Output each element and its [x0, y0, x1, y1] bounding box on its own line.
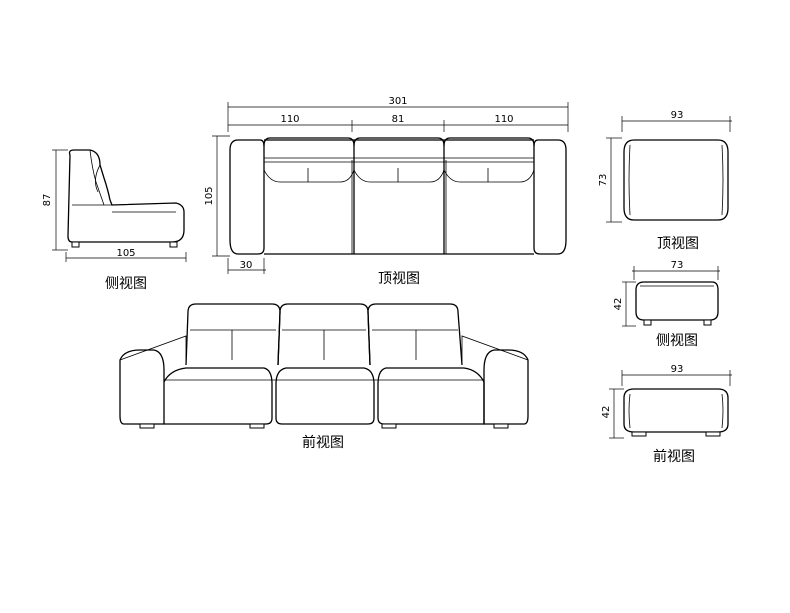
ottoman-top-depth-label: 73 — [598, 174, 609, 187]
side-view: 87 105 侧视图 — [42, 149, 187, 292]
ottoman-side-width-label: 73 — [671, 260, 684, 271]
ottoman-side-leg-2 — [703, 319, 712, 326]
top-depth-label: 105 — [204, 186, 215, 205]
ottoman-front-leg-2 — [705, 431, 721, 437]
ottoman-top-caption: 顶视图 — [657, 236, 699, 252]
top-total-length-label: 301 — [388, 96, 407, 107]
top-arm-width-label: 30 — [240, 260, 253, 271]
front-leg-3 — [381, 423, 397, 429]
top-view-caption: 顶视图 — [378, 271, 420, 287]
ottoman-front-view: 93 42 前视图 — [601, 364, 732, 465]
front-leg-2 — [249, 423, 265, 429]
ottoman-side-leg-1 — [643, 319, 652, 326]
ottoman-front-leg-1 — [631, 431, 647, 437]
ottoman-side-caption: 侧视图 — [656, 333, 698, 349]
front-leg-1 — [139, 423, 155, 429]
top-seg-right-label: 110 — [494, 114, 513, 125]
side-view-caption: 侧视图 — [105, 276, 147, 292]
top-view: 301 110 81 110 105 30 顶视图 — [204, 96, 569, 287]
side-height-label: 87 — [42, 194, 53, 207]
ottoman-front-caption: 前视图 — [653, 448, 695, 465]
side-depth-label: 105 — [116, 248, 135, 259]
ottoman-front-width-label: 93 — [671, 364, 684, 375]
ottoman-front-height-label: 42 — [601, 406, 612, 419]
front-leg-4 — [493, 423, 509, 429]
top-seg-mid-label: 81 — [392, 114, 405, 125]
ottoman-side-height-label: 42 — [613, 298, 624, 311]
ottoman-side-view: 73 42 侧视图 — [613, 260, 720, 349]
top-seg-left-label: 110 — [280, 114, 299, 125]
front-view: 前视图 — [119, 303, 529, 451]
side-leg-front — [71, 241, 80, 248]
side-leg-back — [169, 241, 178, 248]
ottoman-top-view: 93 73 顶视图 — [598, 110, 732, 252]
front-view-caption: 前视图 — [302, 434, 344, 451]
ottoman-top-width-label: 93 — [671, 110, 684, 121]
